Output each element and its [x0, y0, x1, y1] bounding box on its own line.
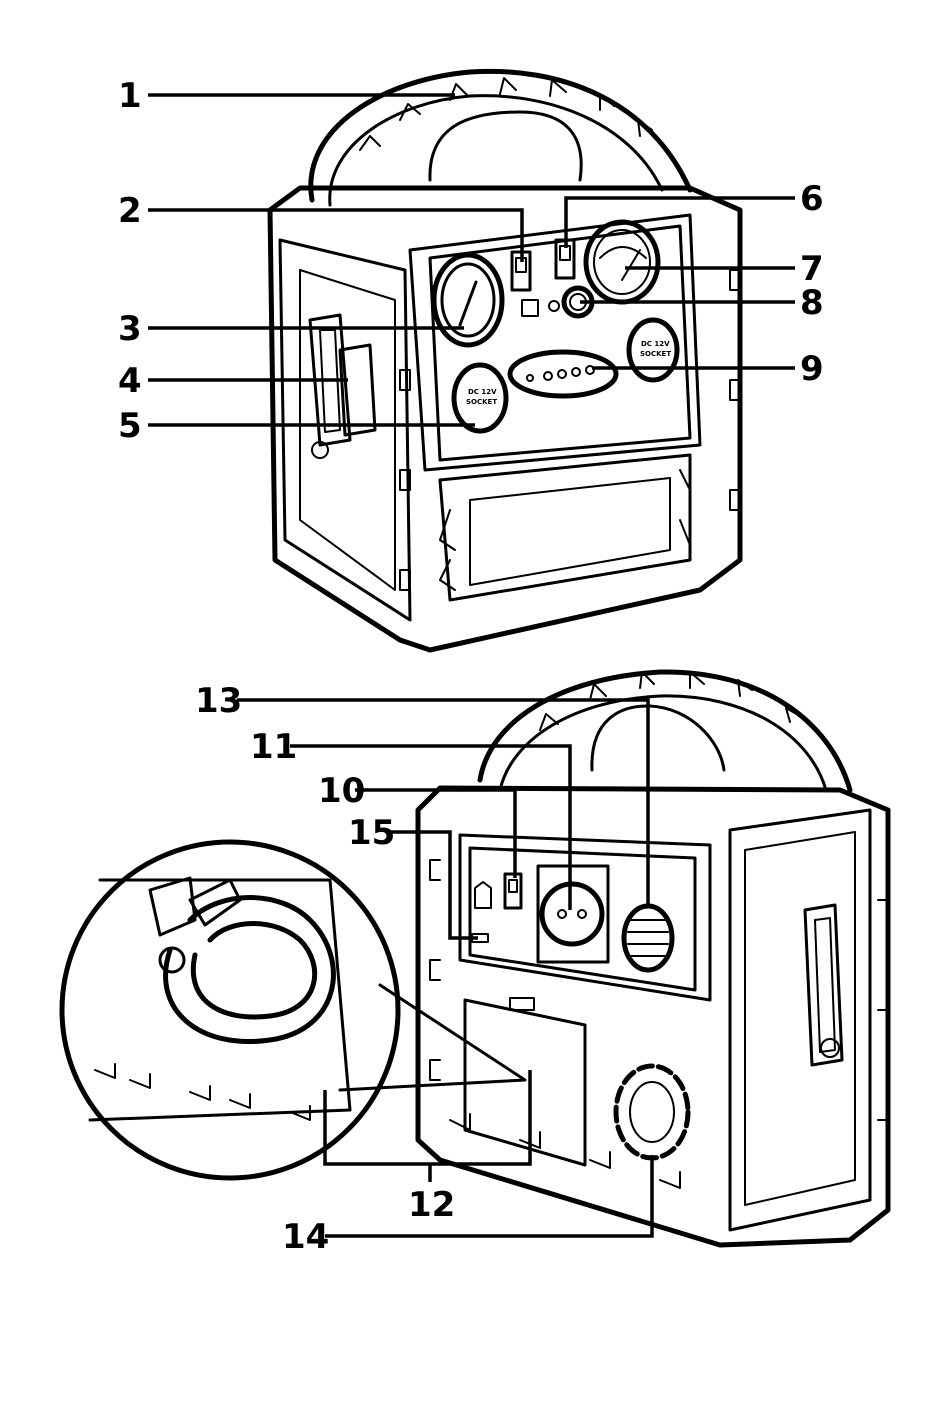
callout-11: 11: [250, 727, 297, 767]
front-housing: [270, 188, 740, 650]
usb-port: [472, 882, 491, 942]
callout-2: 2: [118, 191, 142, 231]
callout-4: 4: [118, 361, 142, 401]
fan-grille: [616, 1066, 688, 1158]
rear-side-clamp: [805, 905, 842, 1065]
socket-left-line1: DC 12V: [468, 388, 497, 396]
callout-5: 5: [118, 406, 142, 446]
rear-switch: [505, 874, 521, 908]
dc-socket-right: DC 12V SOCKET: [629, 320, 677, 380]
inflator-vent: [624, 906, 672, 970]
rear-view: [62, 672, 888, 1245]
callout-leaders: [148, 95, 795, 1236]
socket-right-line2: SOCKET: [640, 350, 671, 358]
callout-10: 10: [318, 771, 365, 811]
callout-3: 3: [118, 309, 142, 349]
socket-left-line2: SOCKET: [466, 398, 497, 406]
hose-detail-inset: [62, 842, 525, 1178]
led-indicator: [510, 352, 616, 396]
socket-right-line1: DC 12V: [641, 340, 670, 348]
callout-6: 6: [800, 179, 824, 219]
front-view: DC 12V SOCKET DC 12V SOCKET: [270, 71, 740, 650]
rear-carry-handle: [480, 672, 850, 790]
callout-13: 13: [195, 681, 242, 721]
pressure-gauge: [434, 255, 502, 345]
callout-14: 14: [282, 1217, 329, 1257]
callout-1: 1: [118, 76, 142, 116]
callout-9: 9: [800, 349, 824, 389]
callout-15: 15: [348, 813, 395, 853]
dc-socket-left: DC 12V SOCKET: [454, 365, 506, 431]
callout-8: 8: [800, 283, 824, 323]
front-side-clamp: [310, 315, 375, 458]
callout-12: 12: [408, 1185, 455, 1225]
ac-outlet: [538, 866, 608, 962]
carry-handle: [311, 71, 690, 205]
